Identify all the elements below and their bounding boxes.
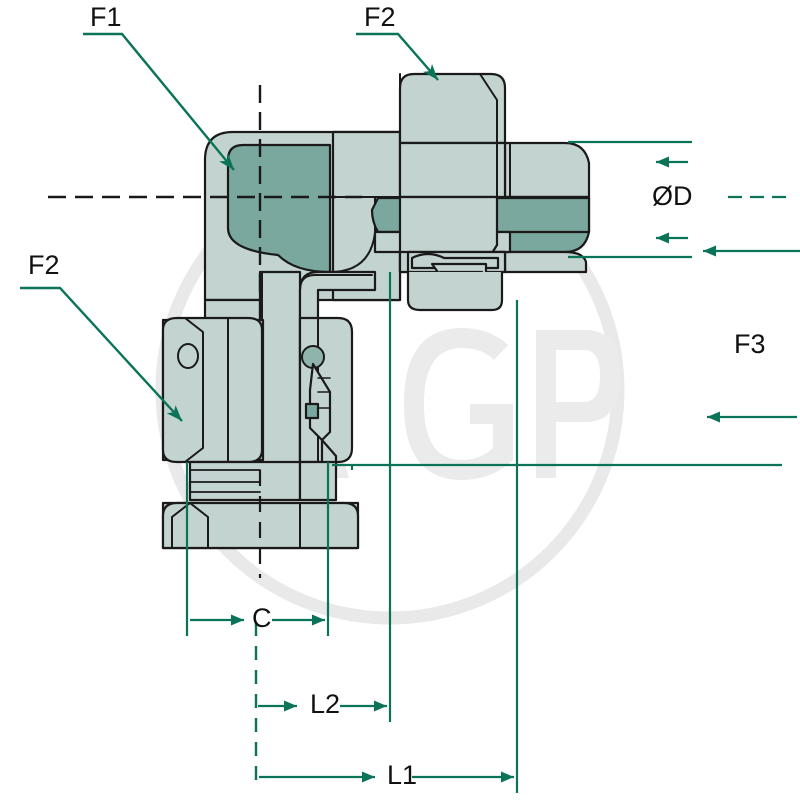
callout-leaders: [20, 32, 439, 422]
dimension-f3: [332, 245, 800, 467]
extension-lines: [185, 272, 519, 793]
dimension-label-l2: L2: [310, 689, 341, 719]
callout-label-f2-left: F2: [28, 250, 60, 280]
centerlines: [48, 85, 362, 300]
fitting-assembly: [161, 72, 591, 550]
dimension-diameter-d: [568, 140, 692, 259]
leader-f1-top: [83, 32, 235, 171]
dimension-label-f3: F3: [734, 329, 766, 359]
dimension-label-diameter-d: ØD: [652, 181, 693, 211]
dimension-label-c: C: [252, 603, 272, 633]
leader-f2-top: [356, 32, 439, 81]
callout-label-f2-top: F2: [364, 2, 396, 32]
leader-f2-left: [20, 286, 183, 422]
dimension-label-l1: L1: [387, 760, 418, 790]
callout-label-f1-top: F1: [90, 2, 122, 32]
